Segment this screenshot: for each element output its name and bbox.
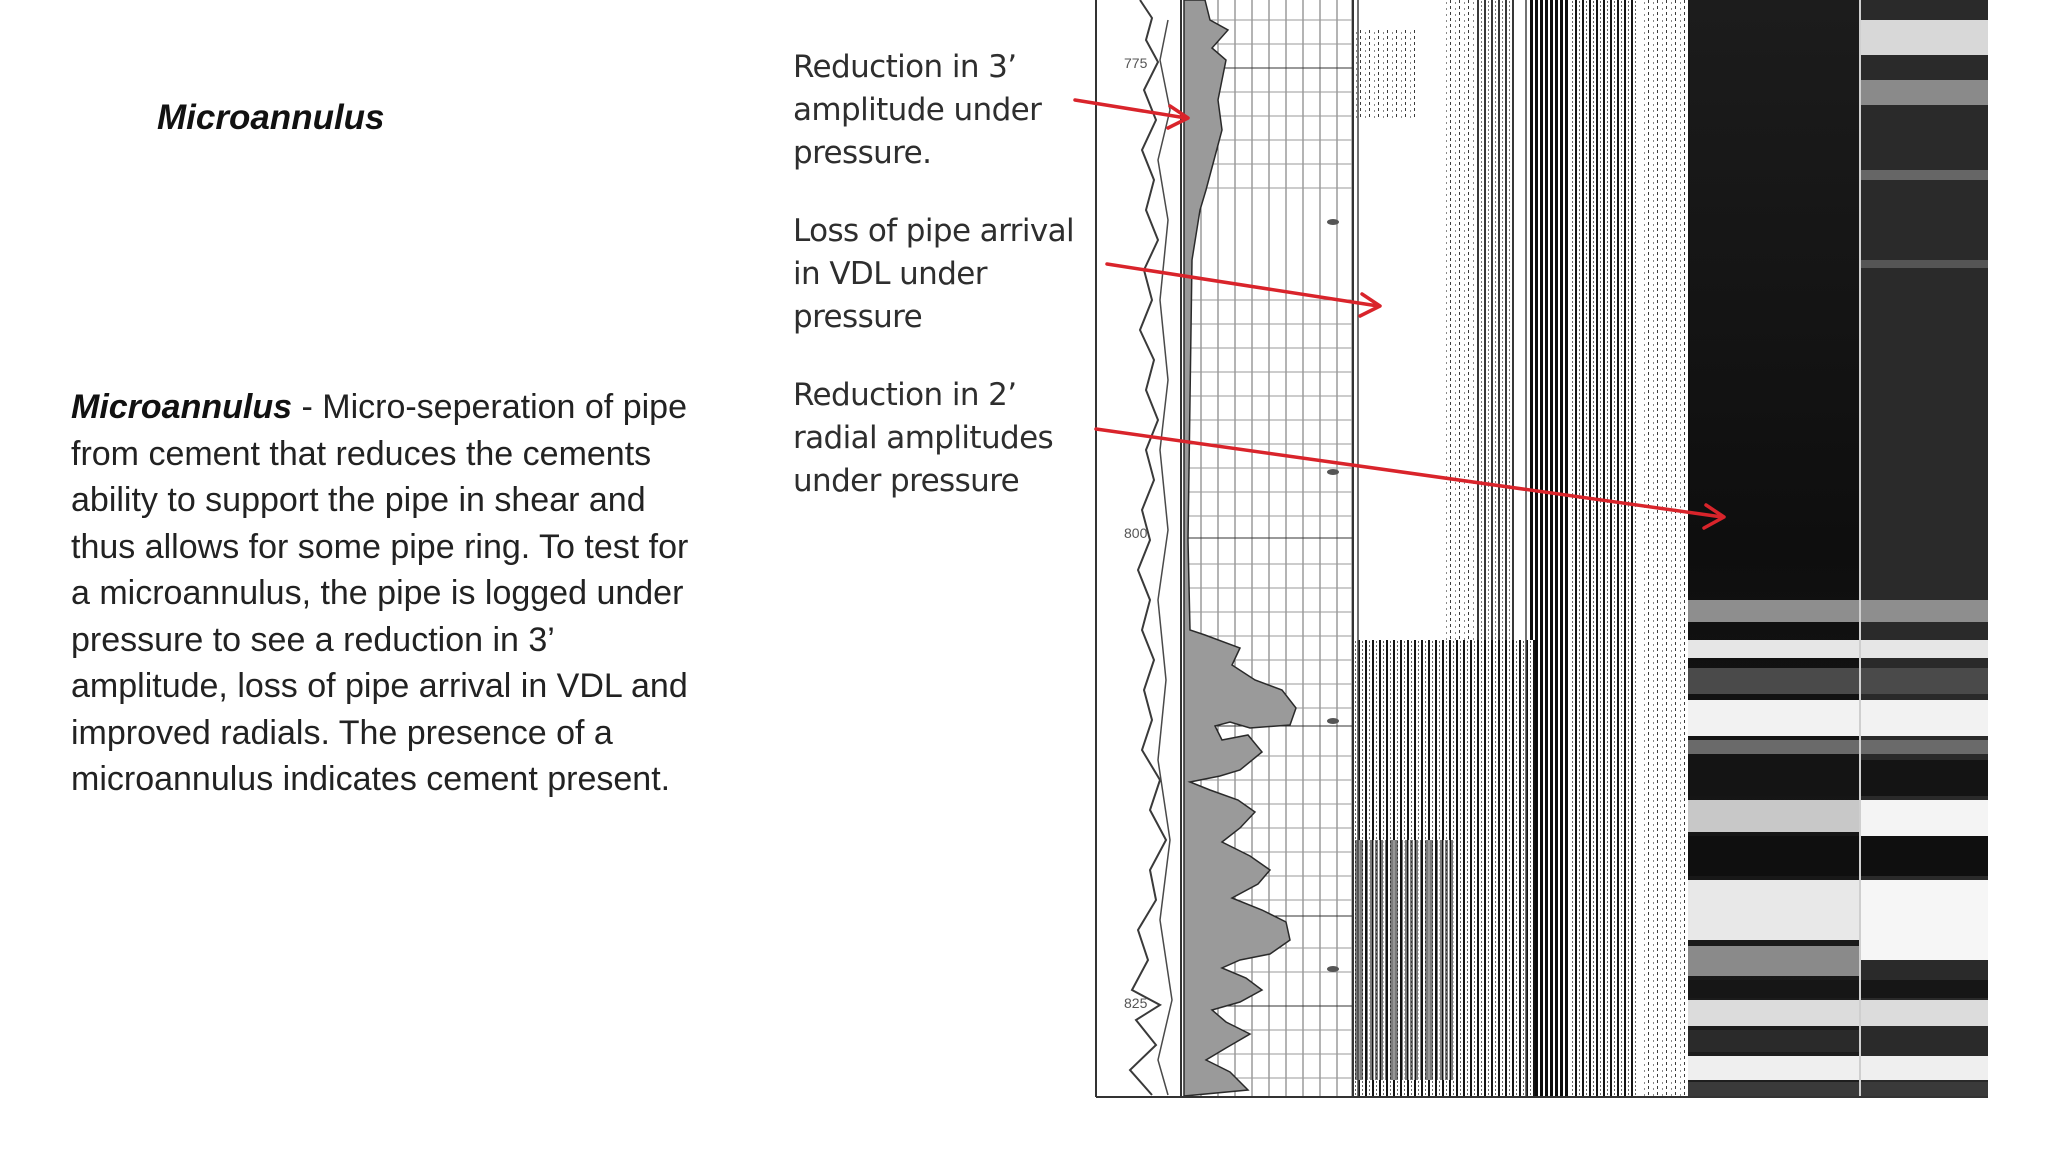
callout-reduction-2ft-radial: Reduction in 2’ radial amplitudes under … [793,374,1093,503]
depth-label-800: 800 [1124,525,1148,541]
description-text: - Micro-seperation of pipe from cement t… [71,388,689,798]
caliper-curve [1157,19,1173,1096]
depth-label-825: 825 [1124,995,1148,1011]
vdl-track [1355,0,1685,1096]
figure-frame [1095,0,1988,1098]
callout-reduction-3ft-amplitude: Reduction in 3’ amplitude under pressure… [793,46,1093,175]
callout-line: Loss of pipe arrival [793,213,1075,249]
amplitude-shading [1183,0,1297,1097]
radial-amplitude-track [1688,0,1988,1096]
callout-line: Reduction in 3’ [793,49,1017,85]
vdl-lower-fade [1355,840,1455,1080]
callout-line: Reduction in 2’ [793,377,1017,413]
amplitude-track [1183,0,1353,1097]
gamma-ray-track: 775 800 825 [1124,0,1173,1096]
slide-title: Microannulus [157,98,385,137]
vdl-column-4 [1570,0,1638,1096]
gamma-ray-curve [1128,0,1168,1096]
callout-line: pressure [793,299,923,335]
description-paragraph: Microannulus - Micro-seperation of pipe … [71,384,691,803]
depth-label-775: 775 [1124,55,1148,71]
vdl-column-5 [1640,0,1685,1096]
callout-line: pressure. [793,135,932,171]
callout-line: in VDL under [793,256,988,292]
callout-line: amplitude under [793,92,1042,128]
callout-line: under pressure [793,463,1020,499]
description-term: Microannulus [71,388,293,426]
vdl-column-3 [1530,0,1570,1096]
radial-bands [1688,20,1988,1096]
vdl-upper-patch [1355,30,1415,120]
callout-line: radial amplitudes [793,420,1054,456]
callout-loss-of-pipe-arrival: Loss of pipe arrival in VDL under pressu… [793,210,1093,339]
